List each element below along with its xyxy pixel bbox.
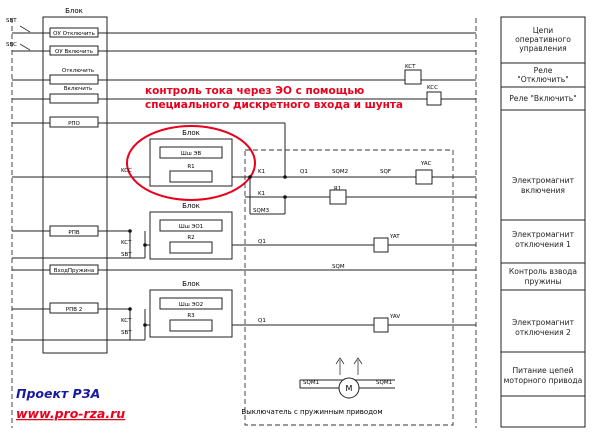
panel-row-control: Цепи	[533, 26, 554, 35]
shunt-block-bottom: Блок Шш ЭО2 R3	[149, 280, 233, 338]
highlight-ellipse	[126, 125, 256, 201]
panel-row-relay-off-2: "Отключить"	[517, 75, 569, 84]
sqm1-right-label: SQM1	[376, 380, 392, 386]
panel-row-control-3: управления	[519, 44, 566, 53]
q1-label-2: Q1	[258, 239, 266, 245]
sbt-top-label: SBT	[6, 18, 17, 24]
supply-buses	[11, 18, 477, 428]
brand-title: Проект РЗА	[16, 386, 100, 401]
rpv-label: РПВ	[68, 230, 79, 236]
k1-label-1: K1	[258, 169, 265, 175]
on-contact-label: Включить	[64, 86, 93, 92]
block-mid-title: Блок	[182, 202, 200, 210]
panel-row-spring-2: пружины	[524, 277, 561, 286]
function-panel: Цепи оперативного управления Реле "Отклю…	[500, 16, 586, 428]
shunt-block-mid: Блок Шш ЭО1 R2	[149, 202, 233, 260]
panel-row-motor: Питание цепей	[512, 366, 573, 375]
q1-label-1: Q1	[300, 169, 308, 175]
r2-label: R2	[187, 235, 194, 241]
sbt-label-3: SBT	[121, 330, 132, 336]
shunt-input-label-1: Шш ЭВ	[181, 151, 202, 157]
breaker-caption: Выключатель с пружинным приводом	[241, 408, 382, 416]
sbt-label-2: SBT	[121, 252, 132, 258]
kct-relay-label: KCT	[405, 64, 416, 70]
junctions	[128, 175, 287, 327]
ya7-label: YAT	[389, 234, 400, 240]
brand-url[interactable]: www.pro-rza.ru	[16, 406, 125, 421]
breaker-enclosure: Выключатель с пружинным приводом	[241, 149, 454, 426]
kcc-label-1: KCC	[121, 168, 132, 174]
yav-label: YAV	[389, 314, 400, 320]
terminal-block: Блок	[42, 7, 108, 354]
panel-row-em-on: Электромагнит	[512, 176, 575, 185]
q1-label-3: Q1	[258, 318, 266, 324]
enclosure-elements: K1 Q1 SQM2 SQF YAC R1 K1 SQM3 Q1 YAT SQM…	[253, 161, 433, 399]
annotation-line-2: специального дискретного входа и шунта	[145, 99, 403, 111]
motor-icon	[338, 377, 360, 399]
panel-row-em-off2: Электромагнит	[512, 318, 575, 327]
panel-row-relay-off: Реле	[534, 66, 553, 75]
panel-row-em-off1: Электромагнит	[512, 230, 575, 239]
kcc-relay-label: KCC	[427, 85, 438, 91]
block-top-title: Блок	[182, 129, 200, 137]
block-elements: ОУ Отключить ОУ Включить Отключить Включ…	[6, 18, 99, 314]
rpo-label: РПО	[68, 121, 80, 127]
sqm-label: SQM	[332, 264, 345, 270]
external-labels: KCC KCT SBT KCT SBT KCT KCC	[121, 64, 442, 336]
kct-label-2: KCT	[121, 318, 132, 324]
annotation-line-1: контроль тока через ЭО с помощью	[145, 85, 364, 97]
rpv2-label: РПВ 2	[66, 307, 82, 313]
spring-input-label: ВходПружина	[54, 268, 95, 274]
block-title: Блок	[65, 7, 83, 15]
sbc-label: SBC	[6, 42, 17, 48]
k1-label-2: K1	[258, 191, 265, 197]
shunt-input-label-3: Шш ЭО2	[179, 302, 203, 308]
cmd-on-label: ОУ Включить	[55, 49, 93, 55]
panel-row-control-2: оперативного	[515, 35, 571, 44]
panel-row-motor-2: моторного привода	[504, 376, 583, 385]
panel-row-em-on-2: включения	[521, 186, 565, 195]
block-bottom-title: Блок	[182, 280, 200, 288]
kct-label-1: KCT	[121, 240, 132, 246]
panel-row-em-off2-2: отключения 2	[515, 328, 571, 337]
motor-label: M	[346, 384, 353, 393]
sqm3-label: SQM3	[253, 208, 270, 214]
panel-row-em-off1-2: отключения 1	[515, 240, 571, 249]
yac-label: YAC	[420, 161, 432, 167]
panel-row-spring: Контроль взвода	[509, 267, 577, 276]
sqf-label: SQF	[380, 169, 391, 175]
shunt-input-label-2: Шш ЭО1	[179, 224, 203, 230]
sqm1-left-label: SQM1	[303, 380, 319, 386]
off-contact-label: Отключить	[62, 68, 94, 74]
sqm2-label: SQM2	[332, 169, 348, 175]
r3-label: R3	[187, 313, 195, 319]
shunt-block-top: Блок Шш ЭВ R1	[149, 129, 233, 187]
cmd-off-label: ОУ Отключить	[53, 31, 95, 37]
panel-row-relay-on: Реле "Включить"	[509, 94, 577, 103]
r1-relay-label: R1	[334, 186, 341, 192]
r1-label: R1	[187, 164, 194, 170]
